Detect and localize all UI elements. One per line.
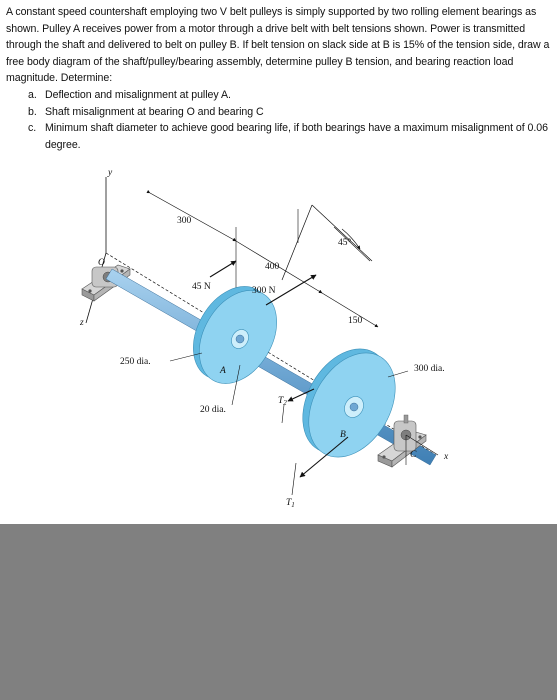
pulley-a [193,286,277,384]
problem-statement: A constant speed countershaft employing … [6,6,550,85]
dimension-label-20-dia: 20 dia. [200,405,226,415]
force-label-t1: T1 [286,498,295,509]
force-arrow-t2 [287,388,315,402]
leader-250-dia [169,352,203,362]
angle-arc [341,228,361,250]
force-label-45n: 45 N [192,282,211,292]
part-item-b: b. Shaft misalignment at bearing O and b… [6,104,552,121]
countershaft-figure: y z x O A B C 300 400 150 45° 45 N 300 N… [60,165,480,525]
problem-text: A constant speed countershaft employing … [6,4,552,153]
point-label-b: B [340,430,346,440]
dimension-label-250-dia: 250 dia. [120,357,151,367]
x-axis-line [405,434,439,456]
angle-line [333,226,371,262]
angle-line [281,204,313,281]
shaft-centerline [105,252,437,456]
part-text: Shaft misalignment at bearing O and bear… [45,105,264,118]
leader-20-dia [231,364,241,406]
axis-label-y: y [107,168,113,178]
bearing-c [377,414,427,468]
dimension-label-150: 150 [348,316,363,326]
dimension-label-300: 300 [177,216,192,226]
part-marker: a. [28,88,37,101]
point-label-a: A [219,366,226,376]
force-label-300n: 300 N [252,286,276,296]
part-list: a. Deflection and misalignment at pulley… [6,87,552,153]
part-marker: b. [28,105,37,118]
angle-label-45: 45° [338,237,352,248]
force-arrow-45n [209,260,237,278]
leader-t2 [281,404,285,424]
part-text: Minimum shaft diameter to achieve good b… [45,122,548,151]
countershaft-diagram: y z x O A B C 300 400 150 45° 45 N 300 N… [79,168,449,509]
lower-gray-band [0,524,557,700]
axis-label-z: z [79,318,84,328]
force-label-t2: T2 [278,396,287,407]
part-item-c: c. Minimum shaft diameter to achieve goo… [6,120,552,153]
force-arrow-300n [265,274,317,306]
pulley-b [302,348,396,458]
point-label-c: C [410,450,417,460]
leader-t1 [291,462,297,496]
part-marker: c. [28,122,37,135]
force-arrow-t1 [299,436,349,478]
dimension-label-400: 400 [265,262,280,272]
part-text: Deflection and misalignment at pulley A. [45,88,231,101]
dimension-line-400 [232,237,323,294]
part-item-a: a. Deflection and misalignment at pulley… [6,87,552,104]
axis-label-x: x [443,452,449,462]
dimension-line-150 [318,289,379,328]
point-label-o: O [98,258,105,268]
leader-300-dia [387,370,409,378]
angle-line [311,204,373,262]
dimension-label-300-dia: 300 dia. [414,364,445,374]
dimension-line-300 [146,189,237,242]
